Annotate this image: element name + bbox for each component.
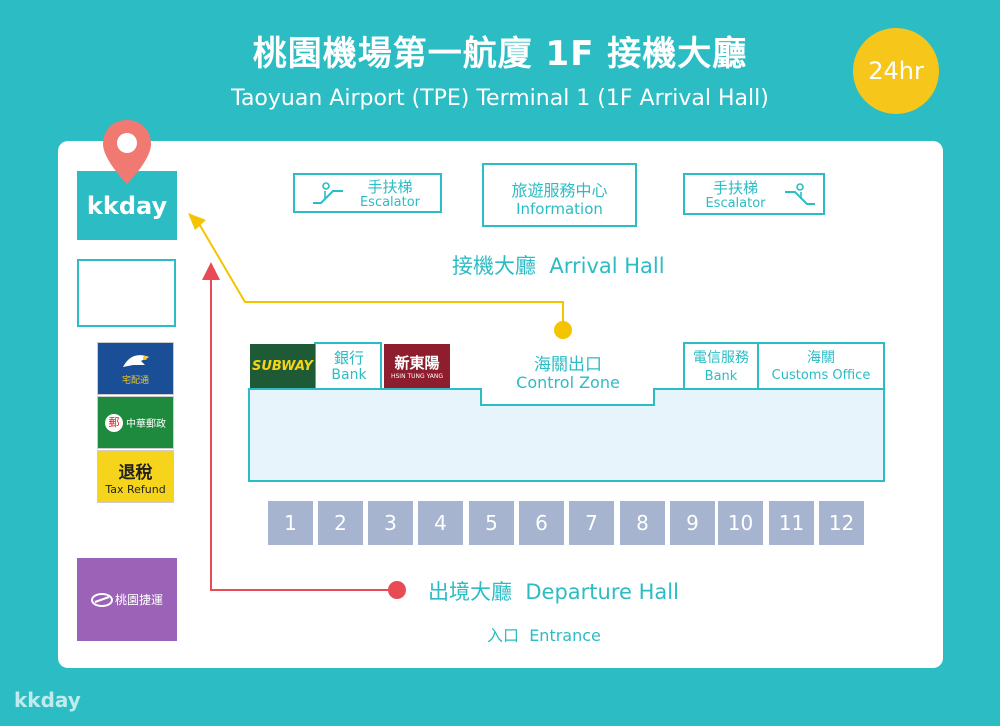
gate-2: 2 xyxy=(318,501,363,545)
location-pin-icon xyxy=(103,120,151,184)
gate-7: 7 xyxy=(569,501,614,545)
delivery-service-logo: 宅配通 xyxy=(97,342,174,395)
information-center: 旅遊服務中心 Information xyxy=(482,163,637,227)
departure-hall-label: 出境大廳 Departure Hall xyxy=(428,576,679,606)
escalator-up-icon xyxy=(313,182,343,204)
tax-refund-zh: 退稅 xyxy=(118,462,153,483)
gate-1: 1 xyxy=(268,501,313,545)
post-label: 中華郵政 xyxy=(126,419,166,430)
entrance-en: Entrance xyxy=(529,626,601,645)
gate-11: 11 xyxy=(769,501,814,545)
information-en: Information xyxy=(516,200,603,218)
gate-3: 3 xyxy=(368,501,413,545)
metro-emblem-icon xyxy=(90,592,113,607)
arrival-hall-label: 接機大廳 Arrival Hall xyxy=(452,250,665,280)
gate-6: 6 xyxy=(519,501,564,545)
control-zone-en: Control Zone xyxy=(516,373,620,392)
gate-5: 5 xyxy=(469,501,514,545)
control-zone-marker xyxy=(554,321,572,339)
escalator-left-en: Escalator xyxy=(359,195,421,210)
arrival-route-arrowhead xyxy=(188,213,206,230)
departure-hall-en: Departure Hall xyxy=(525,580,679,604)
hsin-tung-yang-logo: 新東陽 HSIN TUNG YANG xyxy=(384,344,450,388)
departure-route-line xyxy=(210,275,396,591)
escalator-left-zh: 手扶梯 xyxy=(367,178,413,196)
post-emblem-icon: 郵 xyxy=(105,413,123,432)
arrival-route-line xyxy=(197,221,564,330)
escalator-right-en: Escalator xyxy=(705,196,766,211)
taoyuan-metro-logo: 桃園捷運 xyxy=(77,558,177,641)
entrance-zh: 入口 xyxy=(487,626,520,645)
delivery-label: 宅配通 xyxy=(121,376,149,386)
hours-badge: 24hr xyxy=(853,28,939,114)
departure-hall-zh: 出境大廳 xyxy=(428,580,512,604)
control-zone-zh: 海關出口 xyxy=(534,355,602,375)
gate-9: 9 xyxy=(670,501,715,545)
kkday-watermark: kkday xyxy=(14,688,81,712)
arrival-hall-outline xyxy=(248,342,885,482)
escalator-left: 手扶梯 Escalator xyxy=(293,173,442,213)
map-subtitle: Taoyuan Airport (TPE) Terminal 1 (1F Arr… xyxy=(231,86,769,111)
gate-8: 8 xyxy=(620,501,665,545)
hsin-tung-yang-zh: 新東陽 xyxy=(394,354,440,372)
subway-logo: SUBWAY xyxy=(250,344,315,388)
departure-hall-marker xyxy=(388,581,406,599)
telecom-en: Bank xyxy=(704,369,738,384)
customs-en: Customs Office xyxy=(771,368,871,383)
bank-left-en: Bank xyxy=(331,367,367,383)
tax-refund-en: Tax Refund xyxy=(105,482,166,496)
departure-route-arrowhead xyxy=(202,262,220,280)
arrival-hall-en: Arrival Hall xyxy=(549,254,665,278)
escalator-down-icon xyxy=(785,183,815,205)
escalator-right: 手扶梯 Escalator xyxy=(683,173,825,215)
metro-label: 桃園捷運 xyxy=(114,593,163,607)
escalator-right-zh: 手扶梯 xyxy=(712,179,758,197)
map-title: 桃園機場第一航廈 1F 接機大廳 xyxy=(252,34,748,74)
hsin-tung-yang-en: HSIN TUNG YANG xyxy=(390,373,444,380)
pelican-icon xyxy=(122,355,149,367)
customs-zh: 海關 xyxy=(807,350,835,366)
entrance-label: 入口 Entrance xyxy=(487,622,601,646)
empty-counter-box xyxy=(77,259,176,327)
bank-left-zh: 銀行 xyxy=(333,349,364,367)
post-office-logo: 郵 中華郵政 xyxy=(97,396,174,449)
tax-refund-counter: 退稅 Tax Refund xyxy=(97,450,174,503)
gate-4: 4 xyxy=(418,501,463,545)
arrival-hall-zh: 接機大廳 xyxy=(452,254,536,278)
information-zh: 旅遊服務中心 xyxy=(511,181,608,200)
gate-12: 12 xyxy=(819,501,864,545)
gate-10: 10 xyxy=(718,501,763,545)
telecom-zh: 電信服務 xyxy=(693,350,749,366)
